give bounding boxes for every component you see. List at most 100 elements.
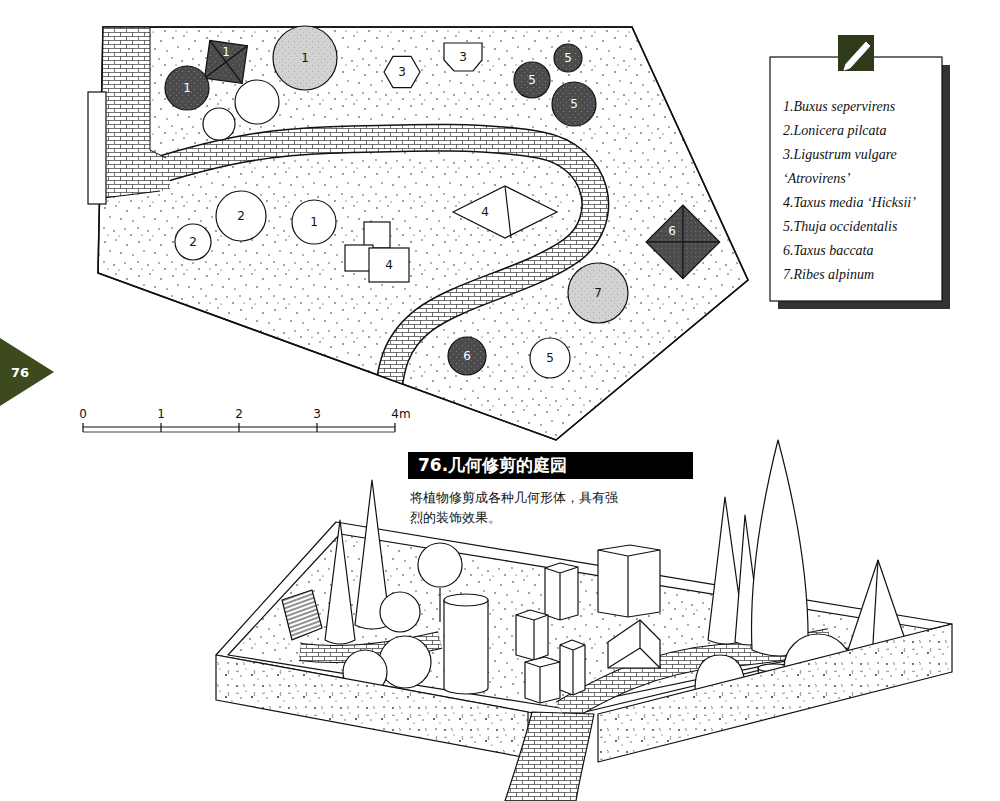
page-tab: [0, 338, 54, 406]
plant-shape: [552, 82, 596, 126]
legend-item: 1.Buxus sepervirens: [783, 95, 931, 119]
plant-shape: [646, 205, 720, 279]
plant-shape: [364, 222, 390, 248]
site-plan: [98, 27, 748, 440]
plant-symbol: 6: [645, 204, 721, 280]
plant-number: 4: [481, 205, 489, 219]
legend-card: [844, 64, 850, 70]
garden-perspective: [444, 594, 488, 606]
plant-shape: [530, 338, 570, 378]
garden-perspective: [525, 662, 560, 703]
plant-shape: [369, 248, 409, 282]
plant-shape: [646, 205, 720, 279]
plant-symbol: 4: [452, 185, 558, 239]
garden-perspective: [516, 615, 548, 660]
plant-symbol: 5: [529, 337, 571, 379]
legend-item: 6.Taxus baccata: [783, 239, 931, 263]
plant-shape: [514, 62, 550, 98]
plant-shape: [646, 205, 720, 279]
garden-perspective: [752, 440, 809, 656]
plant-shape: [646, 205, 720, 279]
site-plan: [203, 108, 235, 140]
plant-shape: [453, 186, 557, 238]
garden-perspective: [598, 550, 660, 617]
site-plan: [235, 80, 279, 124]
plant-number: 3: [398, 65, 406, 79]
site-plan: [103, 27, 170, 198]
site-plan: [140, 138, 595, 410]
plant-shape: [645, 204, 721, 280]
plant-symbol: 2: [174, 223, 212, 261]
plant-shape: [205, 41, 248, 84]
plant-number: 7: [594, 286, 602, 300]
plant-shape: [448, 337, 486, 375]
plant-symbol: 6: [447, 336, 487, 376]
legend-list: 1.Buxus sepervirens2.Lonicera pilcata3.L…: [783, 95, 931, 287]
plant-symbol: 5: [551, 81, 597, 127]
page-tab: [0, 338, 54, 406]
plant-number: 6: [463, 349, 471, 363]
plant-shape: [205, 41, 248, 84]
garden-perspective: [516, 610, 548, 660]
site-plan: [88, 92, 106, 204]
garden-perspective: [444, 600, 488, 694]
plant-number: 1: [222, 45, 230, 59]
plant-shape: [216, 191, 266, 241]
plant-shape: [273, 26, 337, 90]
plant-symbol: 3: [383, 53, 421, 91]
scale-label: 3: [313, 407, 321, 421]
garden-perspective: [525, 657, 560, 703]
plant-shape: [345, 222, 409, 282]
site-plan: [98, 27, 748, 440]
legend-item: 7.Ribes alpinum: [783, 263, 931, 287]
garden-perspective: [505, 712, 594, 801]
plant-shape: [448, 337, 486, 375]
legend-item: 3.Ligustrum vulgare ‘Atrovirens’: [783, 143, 931, 191]
plant-number: 6: [668, 224, 676, 238]
plant-shape: [444, 43, 482, 71]
plant-symbol: 5: [553, 43, 583, 73]
garden-perspective: [379, 636, 431, 688]
scale-label: 4m: [391, 407, 410, 421]
plant-shape: [384, 56, 420, 87]
plant-symbol: 7: [567, 262, 629, 324]
legend-card: [846, 42, 870, 68]
scale-label: 0: [79, 407, 87, 421]
garden-perspective: [216, 655, 528, 758]
garden-perspective: [608, 620, 660, 668]
garden-perspective: [380, 592, 420, 632]
plant-symbol: 2: [215, 190, 267, 242]
site-plan: [88, 27, 748, 440]
plant-shape: [514, 62, 550, 98]
plant-number: 5: [570, 97, 578, 111]
scale-bar: [83, 423, 395, 432]
plant-shape: [216, 191, 266, 241]
plant-number: 2: [189, 235, 197, 249]
garden-perspective: [418, 543, 462, 587]
plant-shape: [444, 43, 482, 71]
plant-symbol: 1: [272, 25, 338, 91]
plant-shape: [530, 338, 570, 378]
plant-shape: [342, 220, 412, 286]
site-plan: [103, 191, 160, 198]
plant-shape: [165, 66, 209, 110]
plant-shape: [292, 200, 336, 244]
legend-item: 2.Lonicera pilcata: [783, 119, 931, 143]
plant-symbol: 4: [342, 220, 412, 286]
title-band: 76.几何修剪的庭园: [408, 452, 693, 479]
plant-symbol: 3: [443, 42, 483, 72]
plant-shape: [554, 44, 582, 72]
plant-number: 4: [385, 258, 393, 272]
legend-card: [838, 35, 874, 71]
scale-label: 1: [157, 407, 165, 421]
page-number: 76: [11, 365, 29, 380]
legend-item: 5.Thuja occidentalis: [783, 215, 931, 239]
plant-shape: [568, 263, 628, 323]
garden-perspective: [560, 640, 585, 695]
plant-symbol: 1: [164, 65, 210, 111]
plant-shape: [292, 200, 336, 244]
plant-number: 5: [546, 351, 554, 365]
plant-number: 2: [237, 209, 245, 223]
legend-item: 4.Taxus media ‘Hicksii’: [783, 191, 931, 215]
site-plan: [150, 27, 166, 158]
